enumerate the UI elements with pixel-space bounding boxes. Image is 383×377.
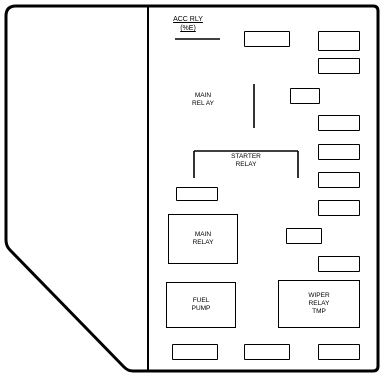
starter-bracket-line: STARTER [231,153,261,160]
fuse-slot [318,115,360,131]
main-relay-line: RELAY [192,239,214,246]
main-relay-line: MAIN [194,231,212,238]
top-relay-label: ACC RLY (%E) [158,16,218,40]
legend-line [26,75,146,85]
top-relay-line-2: (%E) [180,25,196,32]
fuse-slot [290,88,320,104]
legend-line [26,143,146,153]
legend [26,16,146,222]
legend-line [26,202,146,212]
fuse-slot [318,344,360,360]
fuse-slot [176,187,218,201]
legend-line [26,94,146,104]
wiper-relay-line: RELAY [308,300,330,307]
center-relay-line: MAIN [194,92,212,99]
main-relay-box: MAIN RELAY [168,214,238,264]
fuel-pump-relay-line: PUMP [191,305,211,312]
fuse-slot [318,256,360,272]
fuse-slot [318,58,360,74]
starter-bracket-line: RELAY [235,161,257,168]
legend-line [26,55,146,65]
fuse-slot [318,172,360,188]
fuse-slot [286,228,322,244]
fuse-slot [244,344,290,360]
center-relay-line: REL AY [191,100,215,107]
legend-line [26,192,146,202]
fuse-slot [244,31,290,47]
fuse-slot [318,144,360,160]
fuse-slot [172,344,218,360]
top-relay-line-1: ACC RLY [173,16,203,23]
center-relay-label: MAIN REL AY [172,88,234,112]
legend-line [26,114,146,124]
legend-line [26,173,146,183]
wiper-relay-box: WIPER RELAY TMP [278,280,360,328]
legend-line [26,153,146,163]
legend-line [26,104,146,114]
starter-bracket-label: STARTER RELAY [206,150,286,172]
legend-line [26,26,146,36]
legend-line [26,163,146,173]
connector-lines [175,38,299,178]
wiper-relay-line: TMP [312,308,326,315]
legend-line [26,183,146,193]
legend-line [26,36,146,46]
legend-line [26,85,146,95]
legend-line [26,45,146,55]
legend-line [26,134,146,144]
legend-line [26,212,146,222]
legend-line [26,65,146,75]
legend-line [26,124,146,134]
fuel-pump-relay-line: FUEL [192,297,210,304]
fuse-slot [318,200,360,216]
wiper-relay-line: WIPER [308,292,330,299]
fuse-slot [318,31,360,51]
fuel-pump-relay-box: FUEL PUMP [166,282,236,328]
legend-line [26,16,146,26]
